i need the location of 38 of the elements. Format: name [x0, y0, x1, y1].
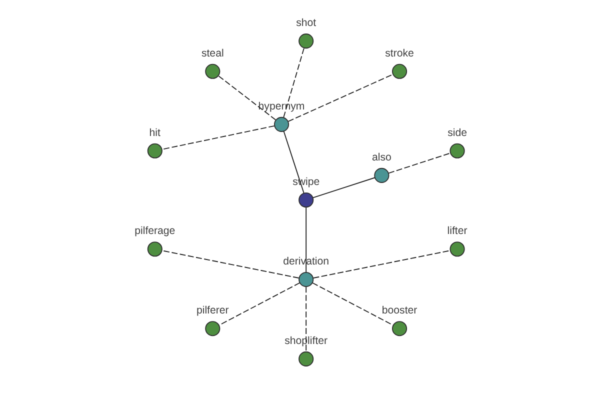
connector: [305, 286, 306, 352]
node-label: booster: [381, 304, 417, 317]
connector: [287, 74, 393, 122]
connector: [312, 282, 393, 326]
node-label: pilferage: [134, 225, 175, 238]
node-label: shoplifter: [284, 334, 328, 347]
connector: [161, 250, 299, 278]
connector: [312, 250, 450, 278]
node-circle: [274, 116, 289, 132]
node-label: hit: [148, 126, 160, 139]
node-circle: [298, 34, 314, 49]
connector: [218, 282, 300, 326]
connector: [305, 206, 306, 273]
node-label: also: [371, 151, 391, 164]
node-circle: [298, 192, 314, 208]
node-label: stroke: [384, 47, 414, 60]
node-circle: [146, 242, 162, 257]
node-circle: [392, 64, 407, 79]
connector: [161, 125, 274, 150]
node-label: shot: [296, 16, 316, 29]
connector: [312, 177, 375, 198]
node-circle: [392, 321, 407, 336]
node-label: side: [447, 126, 466, 139]
connector: [282, 48, 304, 118]
node-label: steal: [200, 47, 224, 60]
node-circle: [146, 143, 162, 158]
connector: [388, 152, 451, 174]
node-circle: [298, 351, 314, 366]
node-label: lifter: [446, 225, 467, 238]
connector: [282, 130, 304, 194]
node-circle: [204, 321, 220, 336]
connector: [218, 75, 276, 120]
node-circle: [449, 143, 464, 158]
node-label: pilferer: [196, 304, 228, 317]
node-circle: [449, 242, 464, 257]
node-circle: [374, 168, 389, 183]
node-circle: [204, 64, 220, 79]
node-circle: [298, 272, 314, 288]
